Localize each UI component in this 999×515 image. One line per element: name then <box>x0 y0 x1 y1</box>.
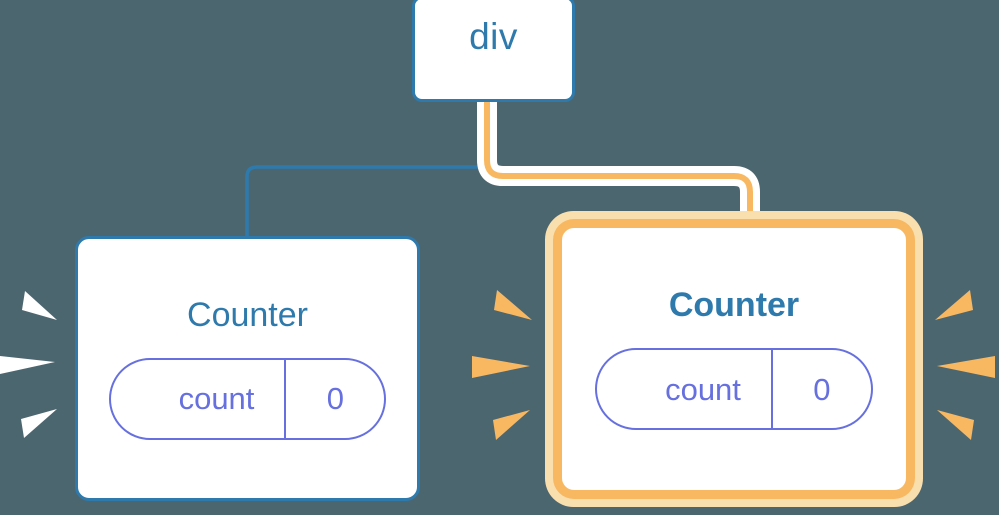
sparkle-ray-icon <box>21 409 57 438</box>
state-key-count-left: count <box>178 381 255 416</box>
wire-div-to-left-counter <box>245 100 495 240</box>
state-pill-left: count 0 <box>108 357 387 440</box>
sparkles-right-outer <box>935 290 995 440</box>
state-key-count-right: count <box>665 371 741 407</box>
state-value-count-left: 0 <box>284 359 384 438</box>
sparkle-ray-icon <box>472 356 530 378</box>
node-div-label: div <box>469 15 518 57</box>
sparkle-ray-icon <box>494 290 532 320</box>
sparkles-left-outer <box>0 291 57 438</box>
sparkle-ray-icon <box>22 291 57 320</box>
wire-div-to-right-counter-halo <box>477 102 760 246</box>
sparkle-ray-icon <box>935 290 973 320</box>
node-counter-right-title: Counter <box>668 286 800 324</box>
sparkle-ray-icon <box>937 356 995 378</box>
sparkle-ray-icon <box>493 410 530 440</box>
state-pill-right: count 0 <box>595 348 873 430</box>
state-value-count-right: 0 <box>770 350 871 428</box>
node-counter-right[interactable]: Counter count 0 <box>562 228 906 490</box>
node-counter-left-title: Counter <box>187 295 308 334</box>
node-counter-left[interactable]: Counter count 0 <box>75 236 420 501</box>
node-div[interactable]: div <box>412 0 575 102</box>
sparkle-ray-icon <box>937 410 974 440</box>
wire-div-to-right-counter <box>484 102 753 246</box>
sparkle-ray-icon <box>0 356 55 374</box>
sparkles-middle <box>472 290 532 440</box>
